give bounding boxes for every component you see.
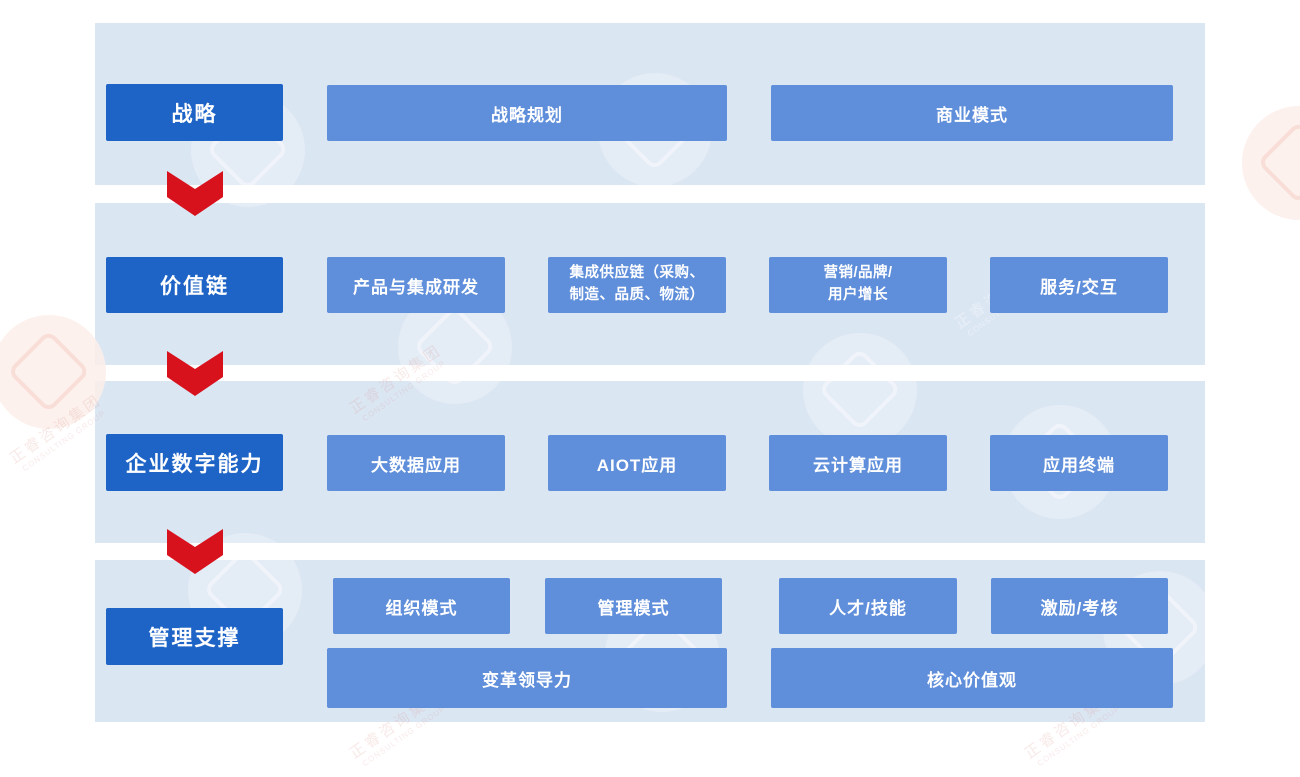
box-service-interaction: 服务/交互 [990, 257, 1168, 313]
box-application-terminal: 应用终端 [990, 435, 1168, 491]
box-integrated-supply-chain: 集成供应链（采购、 制造、品质、物流） [548, 257, 726, 313]
box-organization-model: 组织模式 [333, 578, 510, 634]
row-label-management-support: 管理支撑 [106, 608, 283, 665]
watermark-diamond-icon [1257, 121, 1300, 205]
arrow-down-icon [167, 171, 223, 216]
box-core-values: 核心价值观 [771, 648, 1173, 708]
box-business-model: 商业模式 [771, 85, 1173, 141]
watermark-logo [1242, 106, 1300, 220]
box-talent-skills: 人才/技能 [779, 578, 957, 634]
box-management-model: 管理模式 [545, 578, 722, 634]
row-label-strategy: 战略 [106, 84, 283, 141]
row-label-digital-capability: 企业数字能力 [106, 434, 283, 491]
watermark-logo [803, 333, 917, 447]
box-strategic-planning: 战略规划 [327, 85, 727, 141]
watermark-logo [0, 315, 106, 429]
box-product-integrated-rd: 产品与集成研发 [327, 257, 505, 313]
arrow-down-icon [167, 351, 223, 396]
box-big-data-application: 大数据应用 [327, 435, 505, 491]
watermark-diamond-icon [413, 305, 497, 389]
box-change-leadership: 变革领导力 [327, 648, 727, 708]
box-aiot-application: AIOT应用 [548, 435, 726, 491]
box-incentive-assessment: 激励/考核 [991, 578, 1168, 634]
box-marketing-brand-growth: 营销/品牌/ 用户增长 [769, 257, 947, 313]
row-label-value-chain: 价值链 [106, 257, 283, 313]
watermark-diamond-icon [7, 330, 91, 414]
watermark-diamond-icon [818, 348, 902, 432]
box-cloud-computing-application: 云计算应用 [769, 435, 947, 491]
arrow-down-icon [167, 529, 223, 574]
